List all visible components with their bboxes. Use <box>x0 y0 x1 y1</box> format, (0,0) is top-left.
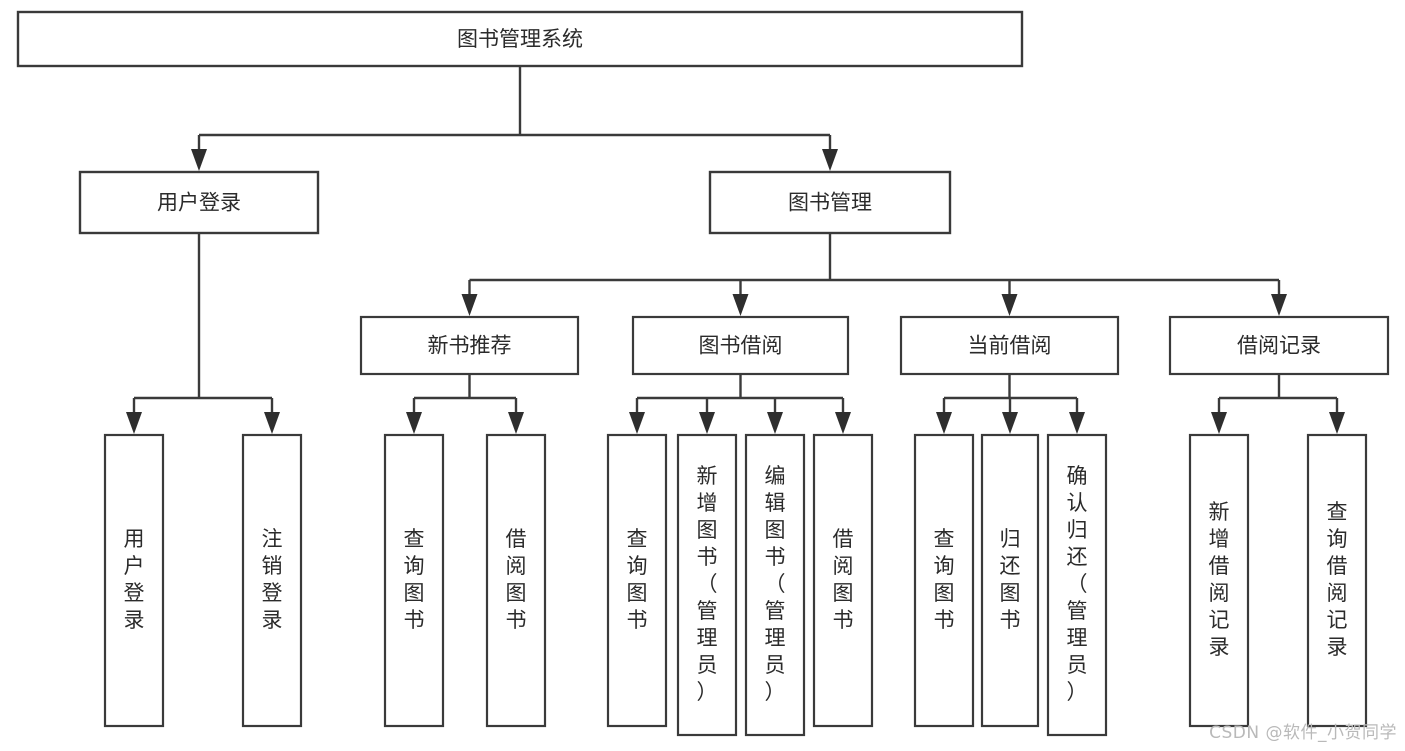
arrow-head-icon <box>699 412 715 434</box>
connector-group <box>936 374 1085 434</box>
node-box-leaf-add-borrow-record[interactable] <box>1188 433 1250 728</box>
node-box-leaf-query-book-current[interactable] <box>913 433 975 728</box>
node-leaf-query-book-current[interactable]: 查询图书 <box>913 433 975 728</box>
node-box-user-login[interactable] <box>78 170 320 235</box>
arrow-head-icon <box>822 149 838 171</box>
node-box-leaf-return-book[interactable] <box>980 433 1040 728</box>
node-label-leaf-query-borrow-record: 查询借阅记录 <box>1327 500 1348 659</box>
arrow-head-icon <box>191 149 207 171</box>
node-label-leaf-user-logout: 注销登录 <box>262 527 283 632</box>
node-box-leaf-edit-book-admin[interactable] <box>744 433 806 737</box>
arrow-head-icon <box>835 412 851 434</box>
connector-group <box>461 233 1287 316</box>
arrow-head-icon <box>461 294 478 316</box>
node-label-user-login: 用户登录 <box>157 191 241 215</box>
arrow-head-icon <box>508 412 524 434</box>
node-leaf-add-book-admin[interactable]: 新增图书（管理员） <box>676 433 738 737</box>
node-box-book-management[interactable] <box>708 170 952 235</box>
arrow-head-icon <box>1329 412 1345 434</box>
node-box-leaf-borrow-book-recommend[interactable] <box>485 433 547 728</box>
node-label-leaf-query-book-current: 查询图书 <box>934 527 955 632</box>
node-box-leaf-add-book-admin[interactable] <box>676 433 738 737</box>
node-user-login[interactable]: 用户登录 <box>78 170 320 235</box>
node-label-leaf-borrow-book-recommend: 借阅图书 <box>506 527 527 632</box>
connector-layer <box>126 66 1345 434</box>
node-label-leaf-edit-book-admin: 编辑图书（管理员） <box>765 464 786 704</box>
node-label-leaf-add-borrow-record: 新增借阅记录 <box>1209 500 1230 659</box>
connector-group <box>629 374 851 434</box>
node-leaf-confirm-return-admin[interactable]: 确认归还（管理员） <box>1046 433 1108 737</box>
node-leaf-borrow-book[interactable]: 借阅图书 <box>812 433 874 728</box>
node-label-new-book-recommend: 新书推荐 <box>428 334 512 358</box>
arrow-head-icon <box>1002 412 1018 434</box>
node-box-leaf-user-login[interactable] <box>103 433 165 728</box>
node-leaf-user-logout[interactable]: 注销登录 <box>241 433 303 728</box>
arrow-head-icon <box>126 412 142 434</box>
node-layer: 图书管理系统用户登录图书管理新书推荐图书借阅当前借阅借阅记录用户登录注销登录查询… <box>16 10 1390 737</box>
node-book-management[interactable]: 图书管理 <box>708 170 952 235</box>
node-leaf-return-book[interactable]: 归还图书 <box>980 433 1040 728</box>
node-new-book-recommend[interactable]: 新书推荐 <box>359 315 580 376</box>
arrow-head-icon <box>1069 412 1085 434</box>
node-box-current-borrow[interactable] <box>899 315 1120 376</box>
node-label-book-borrow: 图书借阅 <box>699 334 783 358</box>
node-box-leaf-borrow-book[interactable] <box>812 433 874 728</box>
node-box-leaf-user-logout[interactable] <box>241 433 303 728</box>
node-label-leaf-confirm-return-admin: 确认归还（管理员） <box>1067 464 1088 704</box>
node-label-borrow-records: 借阅记录 <box>1237 334 1321 358</box>
node-box-root[interactable] <box>16 10 1024 68</box>
node-box-borrow-records[interactable] <box>1168 315 1390 376</box>
arrow-head-icon <box>264 412 280 434</box>
connector-group <box>191 66 838 171</box>
node-leaf-user-login[interactable]: 用户登录 <box>103 433 165 728</box>
node-leaf-add-borrow-record[interactable]: 新增借阅记录 <box>1188 433 1250 728</box>
node-leaf-edit-book-admin[interactable]: 编辑图书（管理员） <box>744 433 806 737</box>
arrow-head-icon <box>1001 294 1018 316</box>
node-box-leaf-query-borrow-record[interactable] <box>1306 433 1368 728</box>
arrow-head-icon <box>1211 412 1227 434</box>
arrow-head-icon <box>629 412 645 434</box>
node-label-leaf-return-book: 归还图书 <box>1000 527 1021 632</box>
node-box-new-book-recommend[interactable] <box>359 315 580 376</box>
arrow-head-icon <box>1271 294 1287 316</box>
node-label-leaf-user-login: 用户登录 <box>124 527 145 632</box>
connector-group <box>1211 374 1345 434</box>
connector-group <box>406 374 524 434</box>
node-box-leaf-query-book-borrow[interactable] <box>606 433 668 728</box>
node-box-leaf-query-book-recommend[interactable] <box>383 433 445 728</box>
connector-group <box>126 233 280 434</box>
node-book-borrow[interactable]: 图书借阅 <box>631 315 850 376</box>
node-borrow-records[interactable]: 借阅记录 <box>1168 315 1390 376</box>
node-leaf-borrow-book-recommend[interactable]: 借阅图书 <box>485 433 547 728</box>
node-label-current-borrow: 当前借阅 <box>968 334 1052 358</box>
arrow-head-icon <box>936 412 952 434</box>
node-label-leaf-borrow-book: 借阅图书 <box>833 527 854 632</box>
node-leaf-query-borrow-record[interactable]: 查询借阅记录 <box>1306 433 1368 728</box>
node-label-book-management: 图书管理 <box>788 191 872 215</box>
arrow-head-icon <box>767 412 783 434</box>
node-current-borrow[interactable]: 当前借阅 <box>899 315 1120 376</box>
node-label-leaf-query-book-recommend: 查询图书 <box>404 527 425 632</box>
arrow-head-icon <box>406 412 422 434</box>
node-box-leaf-confirm-return-admin[interactable] <box>1046 433 1108 737</box>
node-leaf-query-book-borrow[interactable]: 查询图书 <box>606 433 668 728</box>
node-label-leaf-query-book-borrow: 查询图书 <box>627 527 648 632</box>
node-leaf-query-book-recommend[interactable]: 查询图书 <box>383 433 445 728</box>
node-root[interactable]: 图书管理系统 <box>16 10 1024 68</box>
node-box-book-borrow[interactable] <box>631 315 850 376</box>
node-label-leaf-add-book-admin: 新增图书（管理员） <box>697 464 718 704</box>
node-label-root: 图书管理系统 <box>457 27 583 51</box>
arrow-head-icon <box>732 294 749 316</box>
